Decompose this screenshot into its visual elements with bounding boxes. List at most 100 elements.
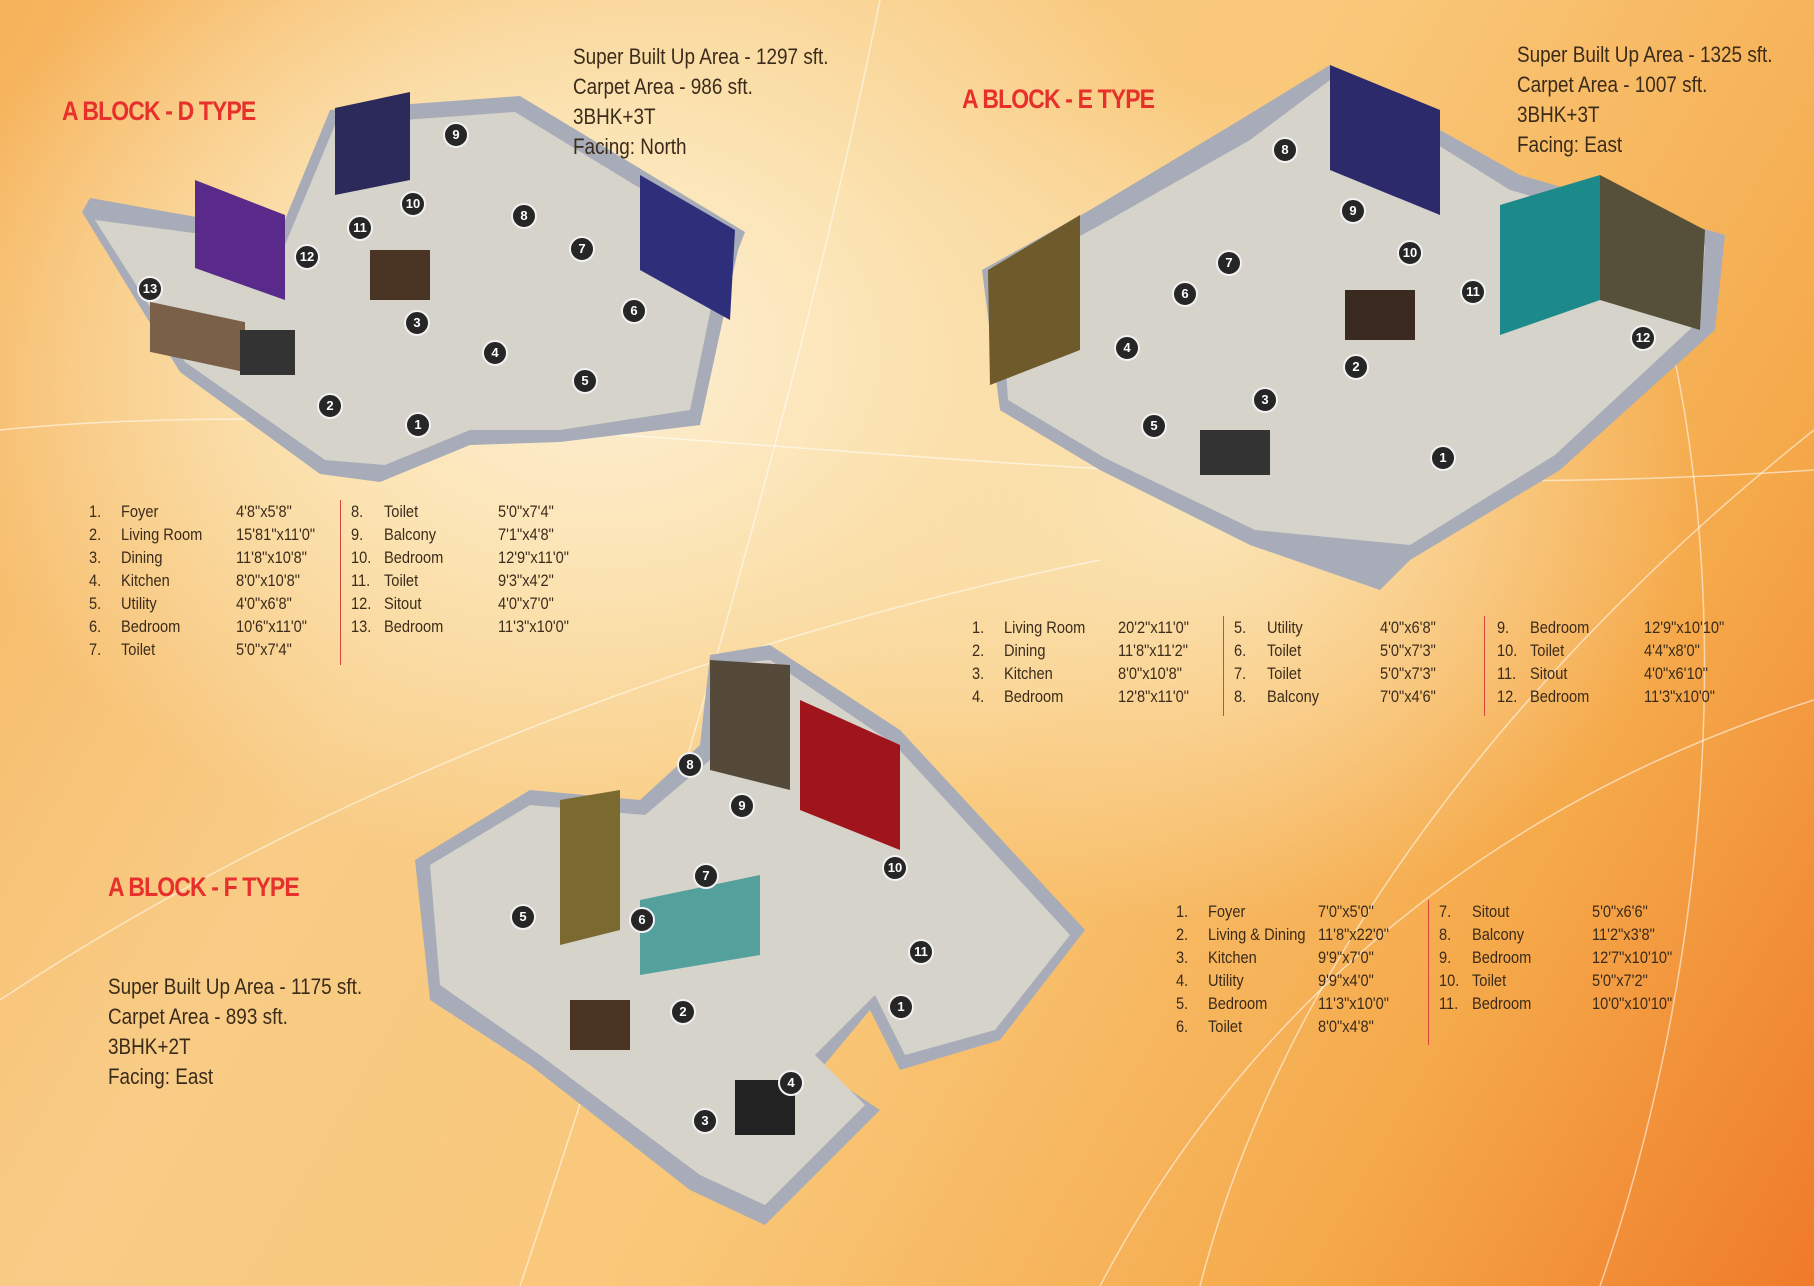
room-name: Bedroom: [1472, 948, 1532, 967]
room-marker: 7: [569, 236, 595, 262]
room-marker: 9: [443, 122, 469, 148]
room-number: 11.: [351, 571, 371, 590]
configuration: 3BHK+3T: [1517, 102, 1600, 127]
room-dimensions: 8'0"x10'8": [236, 571, 300, 590]
room-number: 10.: [351, 548, 372, 567]
d-type-floor-plan: [82, 92, 745, 482]
room-name: Utility: [1267, 618, 1303, 637]
room-marker: 11: [1460, 279, 1486, 305]
room-name: Sitout: [384, 594, 422, 613]
configuration: 3BHK+2T: [108, 1034, 191, 1059]
room-number: 8.: [1234, 687, 1247, 706]
room-dimensions: 4'0"x7'0": [498, 594, 554, 613]
f-type-info: Super Built Up Area - 1175 sft. Carpet A…: [108, 972, 362, 1092]
room-name: Bedroom: [384, 617, 444, 636]
room-dimensions: 11'3"x10'0": [498, 617, 569, 636]
room-name: Toilet: [384, 502, 419, 521]
room-name: Balcony: [384, 525, 437, 544]
room-name: Balcony: [1267, 687, 1320, 706]
room-name: Utility: [121, 594, 157, 613]
room-number: 11.: [1439, 994, 1459, 1013]
room-dimensions: 4'8"x5'8": [236, 502, 292, 521]
room-marker: 4: [778, 1070, 804, 1096]
room-name: Foyer: [121, 502, 159, 521]
room-marker: 10: [882, 855, 908, 881]
room-name: Toilet: [1267, 641, 1302, 660]
room-name: Utility: [1208, 971, 1244, 990]
facing: Facing: East: [1517, 132, 1623, 157]
carpet-area: Carpet Area - 1007 sft.: [1517, 72, 1708, 97]
room-dimensions: 12'8"x11'0": [1118, 687, 1189, 706]
super-built-up-area: Super Built Up Area - 1325 sft.: [1517, 42, 1773, 67]
room-number: 8.: [351, 502, 364, 521]
room-dimensions: 5'0"x6'6": [1592, 902, 1648, 921]
room-number: 3.: [972, 664, 985, 683]
room-marker: 10: [400, 191, 426, 217]
room-number: 7.: [1439, 902, 1452, 921]
room-name: Bedroom: [1004, 687, 1064, 706]
facing: Facing: East: [108, 1064, 214, 1089]
e-type-title: A BLOCK - E TYPE: [962, 84, 1155, 114]
room-marker: 8: [1272, 137, 1298, 163]
room-marker: 5: [572, 368, 598, 394]
room-name: Bedroom: [1530, 618, 1590, 637]
room-number: 6.: [1176, 1017, 1189, 1036]
room-name: Dining: [121, 548, 163, 567]
room-name: Toilet: [1267, 664, 1302, 683]
room-dimensions: 11'2"x3'8": [1592, 925, 1655, 944]
room-dimensions: 15'81"x11'0": [236, 525, 316, 544]
room-dimensions: 9'3"x4'2": [498, 571, 554, 590]
super-built-up-area: Super Built Up Area - 1175 sft.: [108, 974, 363, 999]
room-name: Toilet: [1208, 1017, 1243, 1036]
room-dimensions: 12'7"x10'10": [1592, 948, 1673, 967]
f-type-title: A BLOCK - F TYPE: [108, 872, 300, 902]
room-dimensions: 7'0"x5'0": [1318, 902, 1374, 921]
room-name: Living Room: [1004, 618, 1086, 637]
room-marker: 4: [1114, 335, 1140, 361]
room-name: Bedroom: [121, 617, 181, 636]
room-name: Living & Dining: [1208, 925, 1306, 944]
room-number: 12.: [1497, 687, 1518, 706]
room-number: 4.: [972, 687, 985, 706]
room-marker: 3: [1252, 387, 1278, 413]
room-number: 13.: [351, 617, 372, 636]
configuration: 3BHK+3T: [573, 104, 656, 129]
room-marker: 5: [510, 904, 536, 930]
room-name: Toilet: [384, 571, 419, 590]
room-marker: 1: [1430, 445, 1456, 471]
column-divider: [1223, 616, 1224, 716]
room-dimensions: 5'0"x7'4": [498, 502, 554, 521]
carpet-area: Carpet Area - 986 sft.: [573, 74, 753, 99]
e-type-info: Super Built Up Area - 1325 sft. Carpet A…: [1517, 40, 1773, 160]
room-name: Toilet: [1530, 641, 1565, 660]
d-type-info: Super Built Up Area - 1297 sft. Carpet A…: [573, 42, 829, 162]
room-marker: 12: [1630, 325, 1656, 351]
room-dimensions: 10'6"x11'0": [236, 617, 307, 636]
room-dimensions: 11'8"x11'2": [1118, 641, 1188, 660]
room-number: 1.: [972, 618, 985, 637]
room-number: 10.: [1439, 971, 1460, 990]
room-marker: 11: [908, 939, 934, 965]
room-row: 4. Bedroom 12'8"x11'0": [972, 685, 1212, 708]
room-marker: 2: [670, 999, 696, 1025]
room-number: 9.: [1497, 618, 1510, 637]
room-dimensions: 12'9"x11'0": [498, 548, 569, 567]
